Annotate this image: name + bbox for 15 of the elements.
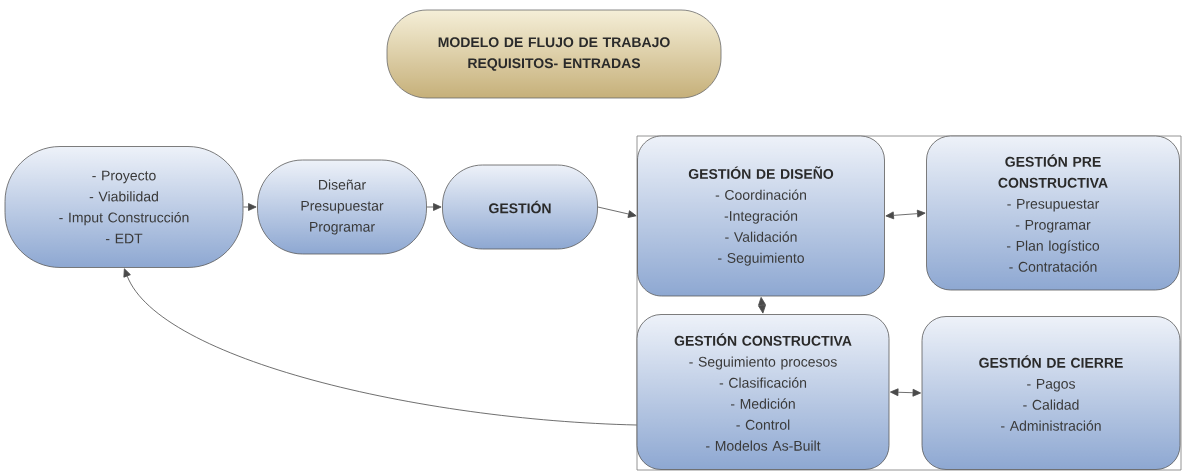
process-box: GESTIÓN CONSTRUCTIVA - Seguimiento procesos - Clasificación - Medición - Control - Modelos As-Built [636, 314, 890, 470]
arrow [597, 206, 637, 218]
arrow [758, 297, 766, 314]
process-box: GESTIÓN DE CIERRE - Pagos - Calidad - Administración [921, 316, 1181, 470]
arrow [426, 203, 442, 211]
arrow [890, 388, 921, 397]
process-box: GESTIÓN DE DISEÑO - Coordinación -Integración - Validación - Seguimiento [637, 135, 885, 297]
arrow [885, 209, 926, 220]
arrow [123, 268, 637, 426]
arrow [243, 203, 257, 211]
process-box: - Proyecto - Viabilidad - Imput Construcción - EDT [4, 146, 244, 268]
process-box: Diseñar Presupuestar Programar [257, 159, 427, 255]
process-box: GESTIÓN PRE CONSTRUCTIVA - Presupuestar - Programar - Plan logístico - Contratación [926, 135, 1180, 291]
title-box: MODELO DE FLUJO DE TRABAJO REQUISITOS- ENTRADAS [386, 9, 722, 99]
process-box: GESTIÓN [442, 164, 598, 250]
